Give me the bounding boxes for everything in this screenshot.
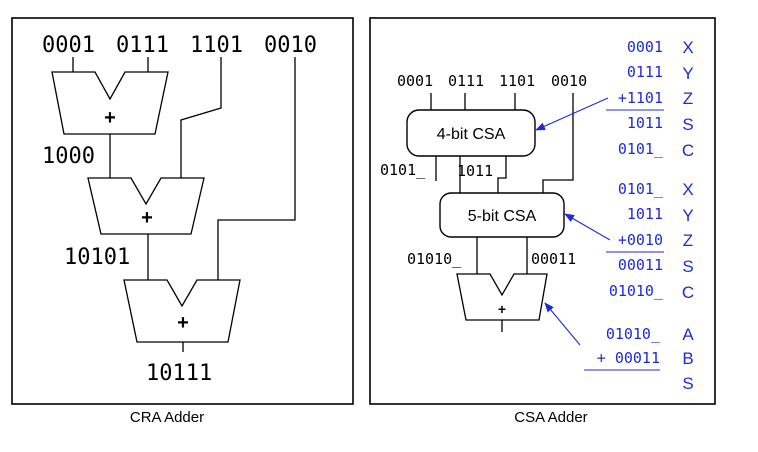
csa4-carry-output: 1011 [457,162,493,180]
cra-partial-sum-2: 10101 [64,245,130,270]
cra-input-a: 0001 [42,33,95,58]
csa5-box [439,192,565,238]
csa-final-adder [456,273,548,321]
csa-final-adder-plus: + [498,301,506,317]
cra-adder-3-plus: + [177,312,189,334]
t3-letter-b: B [682,349,693,368]
csa-panel: 0001 0111 1101 0010 4-bit CSA 0101_ 1011… [369,17,716,405]
csa4-box [406,109,536,157]
cra-input-b: 0111 [116,33,169,58]
csa-wires [430,93,574,332]
csa-input-c: 1101 [499,72,535,90]
t2-value-x: 0101_ [618,180,664,198]
t3-value-a: 01010_ [606,325,661,343]
cra-wires [72,57,296,352]
t1-value-x: 0001 [627,38,663,56]
cra-caption: CRA Adder [130,409,204,426]
t3-value-b: + 00011 [597,349,660,367]
t2-letter-c: C [682,283,694,302]
csa-arrow-2 [564,213,611,241]
t1-value-s: 1011 [627,114,663,132]
t1-letter-z: Z [683,89,693,108]
cra-input-c: 1101 [190,33,243,58]
cra-adder-1-plus: + [104,107,116,129]
csa-arrow-3 [544,302,581,346]
csa4-label: 4-bit CSA [437,126,506,143]
cra-adder-3 [123,279,241,343]
csa5-label: 5-bit CSA [468,208,537,225]
t1-letter-x: X [682,38,693,57]
csa5-sum-output: 01010_ [407,250,462,268]
t2-value-z: +0010 [618,231,663,249]
csa-input-d: 0010 [551,72,587,90]
csa-table-3: 01010_ + 00011 A B S [584,325,694,393]
csa-table-2: 0101_ 1011 +0010 00011 01010_ X Y Z S C [606,180,694,302]
t2-value-c: 01010_ [609,282,664,300]
csa-arrow-1 [535,97,609,131]
t2-letter-s: S [682,257,693,276]
t1-letter-s: S [682,115,693,134]
t2-letter-z: Z [683,231,693,250]
csa-caption: CSA Adder [514,409,587,426]
csa-input-a: 0001 [397,72,433,90]
csa5-carry-output: 00011 [531,250,576,268]
t3-letter-s: S [682,374,693,393]
cra-adder-2-plus: + [141,207,153,229]
t1-letter-c: C [682,141,694,160]
cra-frame [11,17,354,405]
cra-input-d: 0010 [264,33,317,58]
csa-frame [369,17,716,405]
csa-table-1: 0001 0111 +1101 1011 0101_ X Y Z S C [606,38,694,160]
cra-adder-2 [87,177,205,235]
t1-value-z: +1101 [618,89,663,107]
t2-value-s: 00011 [618,256,663,274]
csa4-sum-output: 0101_ [380,161,426,179]
t1-value-y: 0111 [627,63,663,81]
csa-input-b: 0111 [448,72,484,90]
t2-letter-x: X [682,180,693,199]
t1-letter-y: Y [682,64,693,83]
t1-value-c: 0101_ [618,140,664,158]
cra-partial-sum-1: 1000 [42,144,95,169]
cra-panel: 0001 0111 1101 0010 + + + 1000 10101 101… [11,17,354,405]
t2-value-y: 1011 [627,205,663,223]
t3-letter-a: A [682,325,694,344]
t2-letter-y: Y [682,206,693,225]
cra-adder-1 [51,71,169,135]
cra-result: 10111 [146,361,212,386]
